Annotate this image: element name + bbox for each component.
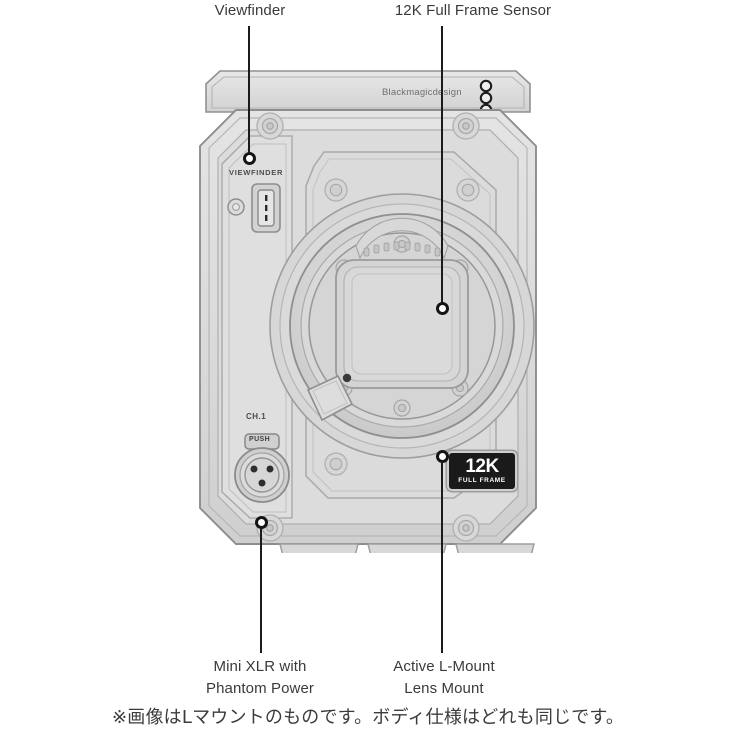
camera-bottom-feet <box>279 543 535 553</box>
callout-marker-viewfinder <box>243 152 256 165</box>
callout-label-lens-mount: Active L-Mount Lens Mount <box>393 658 495 697</box>
badge-resolution-text: 12K <box>465 455 499 477</box>
small-round-port <box>227 198 245 216</box>
channel-one-label: CH.1 <box>246 412 267 421</box>
camera-top-bar <box>205 70 531 113</box>
callout-leader-lens-mount <box>441 461 443 653</box>
callout-leader-sensor <box>441 26 443 306</box>
footer-note: ※画像はLマウントのものです。ボディ仕様はどれも同じです。 <box>111 707 625 728</box>
badge-12k-full-frame: 12K FULL FRAME <box>447 451 517 491</box>
callout-label-viewfinder: Viewfinder <box>214 2 286 19</box>
callout-leader-mini-xlr <box>260 527 262 653</box>
callout-label-sensor: 12K Full Frame Sensor <box>394 2 552 19</box>
camera-body-svg <box>199 70 537 553</box>
lens-mount-contacts <box>355 217 449 260</box>
callout-leader-viewfinder <box>248 26 250 154</box>
push-label: PUSH <box>249 436 271 443</box>
viewfinder-port-label: VIEWFINDER <box>229 168 284 177</box>
sensor-active-area <box>351 273 453 375</box>
brand-logo-text: Blackmagicdesign <box>382 87 462 98</box>
lens-release-tab <box>306 373 354 422</box>
mini-xlr-connector <box>234 433 290 503</box>
badge-format-text: FULL FRAME <box>458 476 506 484</box>
callout-label-mini-xlr: Mini XLR with Phantom Power <box>205 658 315 697</box>
sensor-assembly <box>335 259 469 389</box>
callout-marker-sensor <box>436 302 449 315</box>
camera-illustration: Blackmagicdesign VIEWFINDER CH.1 PUSH 12… <box>196 68 540 553</box>
viewfinder-port <box>251 183 281 233</box>
